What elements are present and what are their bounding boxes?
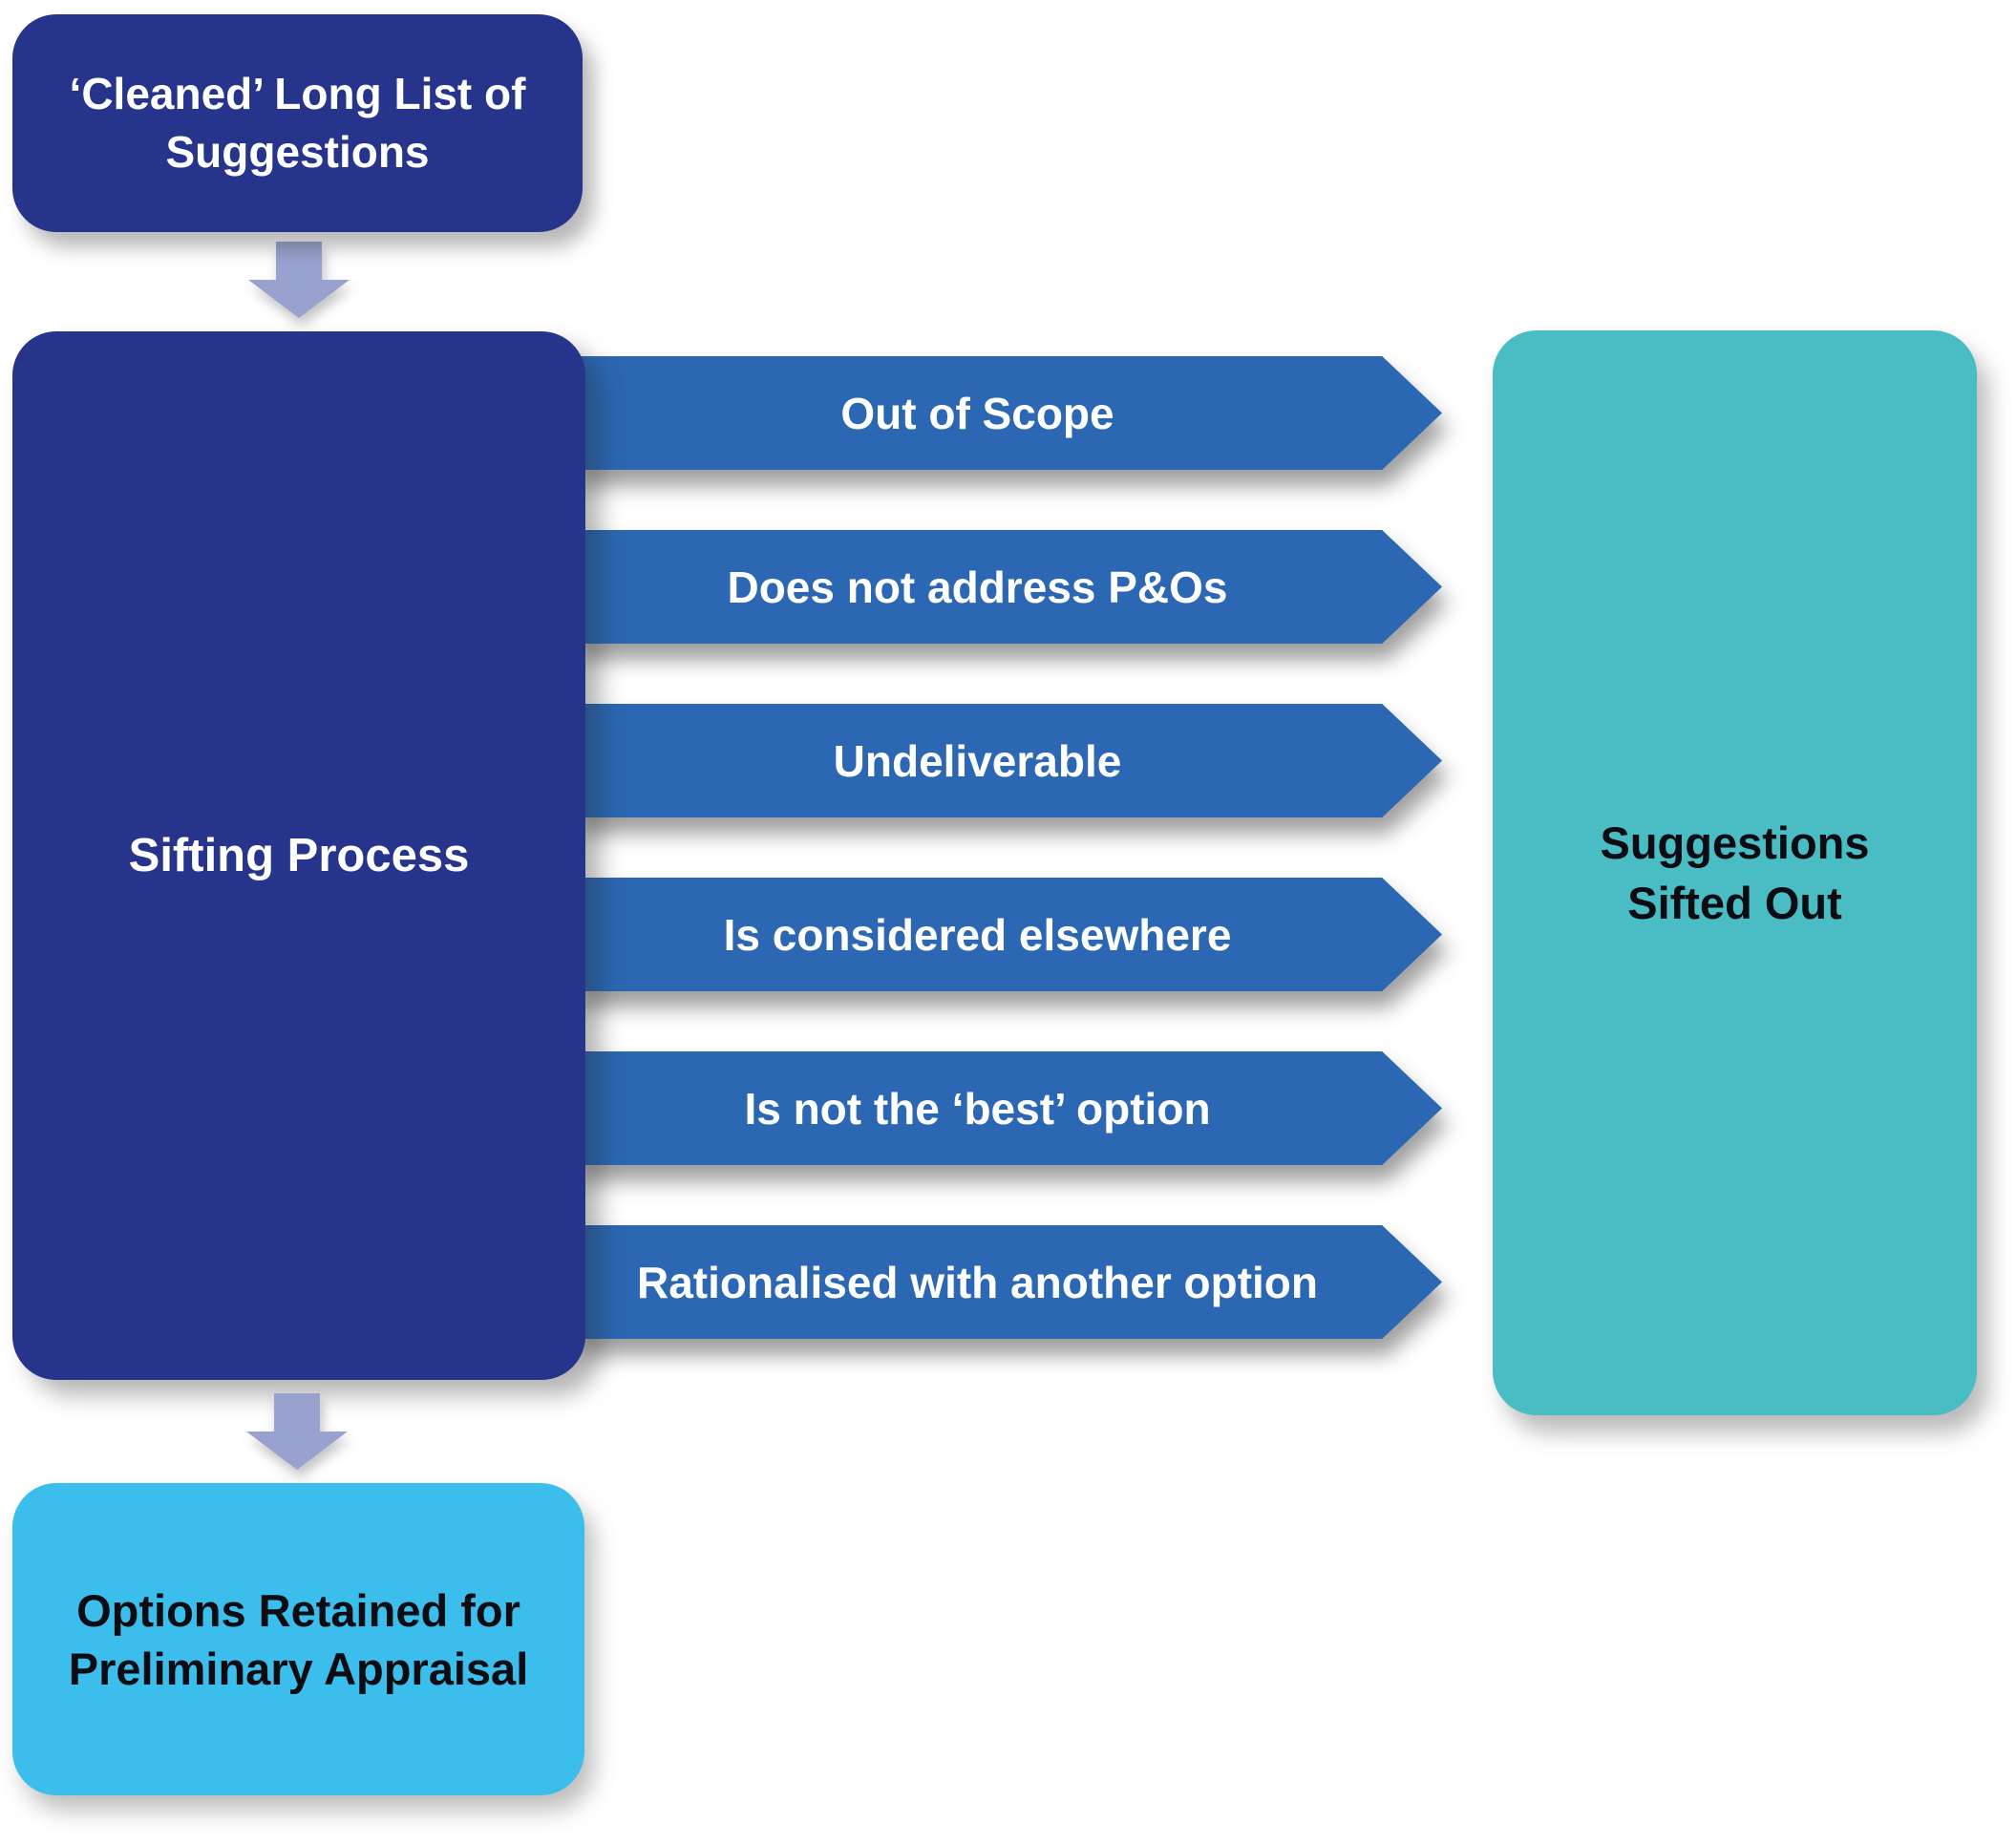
sift-arrow-rationalised: Rationalised with another option — [573, 1225, 1442, 1339]
down-arrow-top — [248, 242, 350, 318]
right-arrow-icon: Out of Scope — [573, 356, 1442, 470]
options-retained-box: Options Retained for Preliminary Apprais… — [12, 1483, 584, 1795]
right-arrow-icon: Does not address P&Os — [573, 530, 1442, 644]
cleaned-long-list-line2: Suggestions — [165, 127, 430, 177]
sift-arrow-does-not-address: Does not address P&Os — [573, 530, 1442, 644]
sift-arrow-label: Out of Scope — [840, 388, 1114, 438]
sift-arrow-label: Undeliverable — [833, 735, 1122, 786]
sifted-out-line1: Suggestions — [1600, 817, 1870, 868]
down-arrow-top-icon — [248, 242, 350, 318]
suggestions-sifted-out-box: Suggestions Sifted Out — [1493, 330, 1977, 1415]
sift-arrow-label: Does not address P&Os — [727, 562, 1228, 612]
right-arrow-icon: Is not the ‘best’ option — [573, 1051, 1442, 1165]
options-retained-line2: Preliminary Appraisal — [68, 1643, 529, 1694]
sift-arrow-considered-elsewhere: Is considered elsewhere — [573, 878, 1442, 991]
cleaned-long-list-line1: ‘Cleaned’ Long List of — [69, 69, 526, 118]
sift-arrow-undeliverable: Undeliverable — [573, 704, 1442, 817]
sift-arrow-out-of-scope: Out of Scope — [573, 356, 1442, 470]
down-arrow-bottom — [246, 1393, 348, 1470]
options-retained-line1: Options Retained for — [76, 1584, 520, 1636]
down-arrow-bottom-icon — [246, 1393, 348, 1470]
sift-arrow-not-best-option: Is not the ‘best’ option — [573, 1051, 1442, 1165]
sifting-process-box: Sifting Process — [12, 331, 585, 1380]
sift-arrow-label: Is not the ‘best’ option — [744, 1083, 1211, 1134]
sifting-process-label: Sifting Process — [128, 830, 470, 881]
sifted-out-line2: Sifted Out — [1627, 878, 1842, 928]
cleaned-long-list-box: ‘Cleaned’ Long List of Suggestions — [12, 14, 583, 232]
sift-arrow-label: Is considered elsewhere — [723, 909, 1232, 960]
right-arrow-icon: Is considered elsewhere — [573, 878, 1442, 991]
right-arrow-icon: Rationalised with another option — [573, 1225, 1442, 1339]
sift-arrow-label: Rationalised with another option — [637, 1257, 1318, 1307]
right-arrow-icon: Undeliverable — [573, 704, 1442, 817]
